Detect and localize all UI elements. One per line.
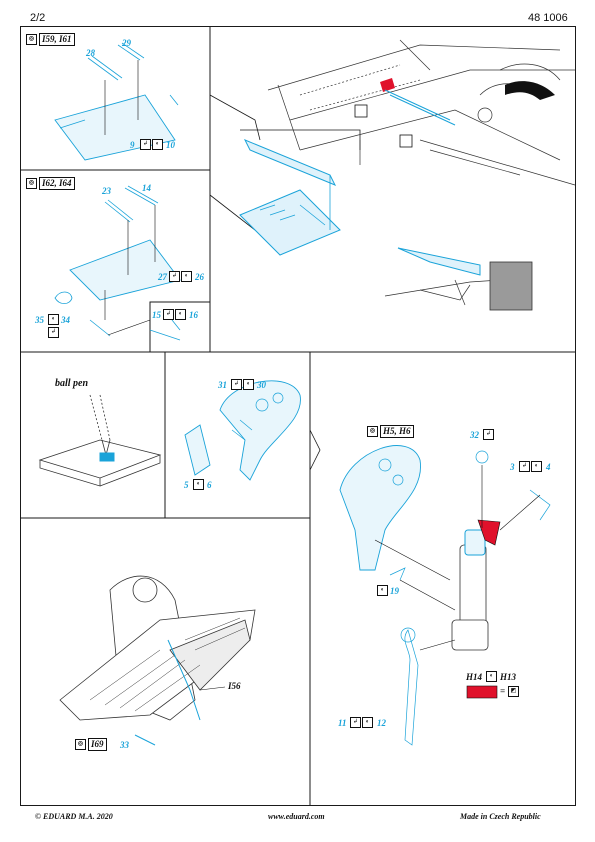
- step-icon: ◎: [26, 178, 37, 189]
- bend-icon: ↲: [169, 271, 180, 282]
- step-e-ref: ◎ H5, H6: [367, 425, 414, 438]
- set-code: 48 1006: [528, 12, 568, 24]
- step-f-ref: ◎ I69: [75, 738, 107, 751]
- part-4: 4: [546, 462, 551, 472]
- fold-icon: ◐: [152, 139, 163, 150]
- fold-icon: ◐: [175, 309, 186, 320]
- equals-sign: =: [500, 686, 506, 696]
- part-9: 9: [130, 140, 135, 150]
- bend-icon: ↲: [48, 327, 59, 338]
- part-34: 34: [61, 315, 70, 325]
- part-14: 14: [142, 183, 151, 193]
- part-31: 31: [218, 380, 227, 390]
- step-a-ref: ◎ I59, I61: [26, 33, 75, 46]
- bend-icon: ↲: [519, 461, 530, 472]
- bend-icon: ↲: [231, 379, 242, 390]
- paint-h14: H14: [466, 672, 483, 682]
- fold-icon: ◐: [362, 717, 373, 728]
- aircraft-drawing: [59, 575, 256, 721]
- part-3: 3: [510, 462, 515, 472]
- part-33: 33: [120, 740, 129, 750]
- part-23: 23: [102, 186, 111, 196]
- fold-icon: ◐: [193, 479, 204, 490]
- step-icon: ◎: [367, 426, 378, 437]
- part-32: 32: [470, 430, 479, 440]
- bend-icon: ↲: [163, 309, 174, 320]
- part-27: 27: [158, 272, 167, 282]
- footer-url: www.eduard.com: [268, 812, 325, 821]
- part-11: 11: [338, 718, 347, 728]
- part-16: 16: [189, 310, 198, 320]
- part-15: 15: [152, 310, 161, 320]
- fold-icon: ◐: [377, 585, 388, 596]
- step-b-ref: ◎ I62, I64: [26, 177, 75, 190]
- footer-copyright: © EDUARD M.A. 2020: [35, 812, 113, 821]
- ball-pen-drawing: [38, 394, 162, 487]
- pe-strip-main: [243, 139, 337, 186]
- step-icon: ◎: [75, 739, 86, 750]
- part-28: 28: [86, 48, 95, 58]
- fold-icon: ◐: [181, 271, 192, 282]
- part-5: 5: [184, 480, 189, 490]
- bend-icon: ↲: [350, 717, 361, 728]
- part-26: 26: [195, 272, 204, 282]
- bend-icon: ↲: [140, 139, 151, 150]
- fold-icon: ◐: [243, 379, 254, 390]
- main-frame: [20, 26, 576, 806]
- step-icon: ◎: [26, 34, 37, 45]
- part-29: 29: [122, 38, 131, 48]
- part-10: 10: [166, 140, 175, 150]
- bend-icon: ↲: [483, 429, 494, 440]
- page-number: 2/2: [30, 12, 46, 24]
- fold-icon: ◩: [508, 686, 519, 697]
- wing-root-drawing: [267, 39, 576, 186]
- part-19: 19: [390, 586, 399, 596]
- callout-i56: I56: [228, 681, 241, 691]
- paint-h13: H13: [500, 672, 517, 682]
- part-35: 35: [35, 315, 44, 325]
- part-12: 12: [377, 718, 386, 728]
- fold-icon: ◐: [486, 671, 497, 682]
- part-6: 6: [207, 480, 212, 490]
- fold-icon: ◐: [531, 461, 542, 472]
- part-30: 30: [257, 380, 266, 390]
- fold-icon: ◐: [48, 314, 59, 325]
- footer-origin: Made in Czech Republic: [460, 812, 541, 821]
- ball-pen-label: ball pen: [55, 378, 89, 389]
